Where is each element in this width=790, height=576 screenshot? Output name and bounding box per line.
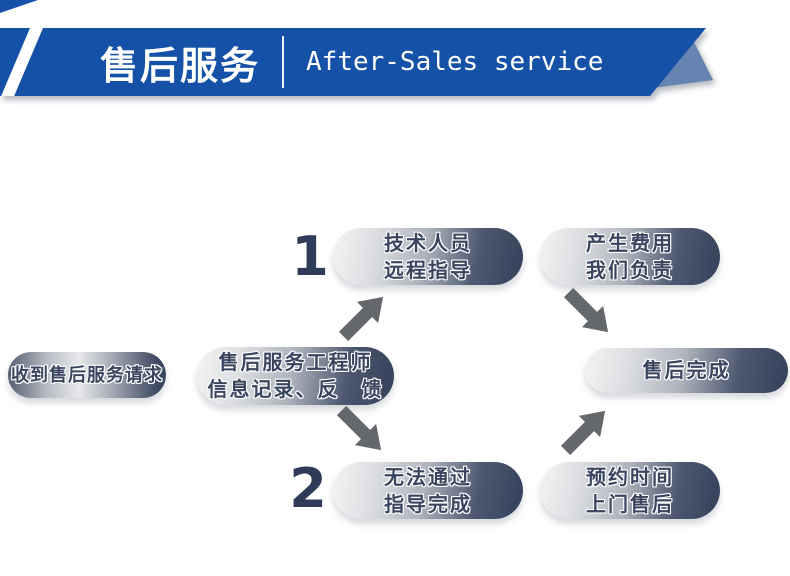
node-service-complete: 售后完成 bbox=[585, 348, 788, 393]
node-remote-guidance-line2: 远程指导 bbox=[384, 257, 472, 282]
banner-content: 售后服务 After-Sales service bbox=[0, 28, 706, 96]
node-receive-request: 收到售后服务请求 bbox=[8, 352, 166, 398]
banner-title-cn: 售后服务 bbox=[100, 43, 261, 88]
node-onsite-visit-line1: 预约时间 bbox=[586, 464, 674, 489]
step1-number: 1 bbox=[291, 225, 329, 288]
node-onsite-visit: 预约时间 上门售后 bbox=[540, 462, 720, 519]
node-fee-covered-line2: 我们负责 bbox=[586, 257, 674, 282]
node-engineer-record-line1: 售后服务工程师 bbox=[218, 350, 373, 374]
node-remote-guidance-line1: 技术人员 bbox=[384, 230, 472, 255]
arrow-engineer-to-step1-icon bbox=[331, 283, 396, 348]
node-guidance-failed-line2: 指导完成 bbox=[384, 491, 472, 516]
arrow-fee-to-complete-icon bbox=[556, 280, 621, 345]
node-engineer-record: 售后服务工程师 信息记录、反 馈 bbox=[197, 347, 394, 405]
node-service-complete-label: 售后完成 bbox=[642, 358, 731, 382]
node-fee-covered: 产生费用 我们负责 bbox=[540, 228, 720, 285]
node-receive-request-label: 收到售后服务请求 bbox=[11, 364, 163, 386]
step2-number: 2 bbox=[289, 457, 327, 520]
node-guidance-failed-line1: 无法通过 bbox=[384, 464, 472, 489]
banner-title-en: After-Sales service bbox=[306, 47, 604, 77]
banner-divider bbox=[282, 36, 284, 88]
node-guidance-failed: 无法通过 指导完成 bbox=[333, 462, 523, 519]
header-banner: 售后服务 After-Sales service bbox=[0, 0, 790, 110]
node-fee-covered-line1: 产生费用 bbox=[586, 230, 674, 255]
node-remote-guidance: 技术人员 远程指导 bbox=[333, 228, 523, 285]
banner: 售后服务 After-Sales service bbox=[0, 28, 706, 96]
arrow-visit-to-complete-icon bbox=[553, 397, 618, 462]
node-engineer-record-line2: 信息记录、反 馈 bbox=[207, 377, 384, 401]
node-onsite-visit-line2: 上门售后 bbox=[586, 491, 674, 516]
arrow-engineer-to-step2-icon bbox=[329, 398, 394, 463]
